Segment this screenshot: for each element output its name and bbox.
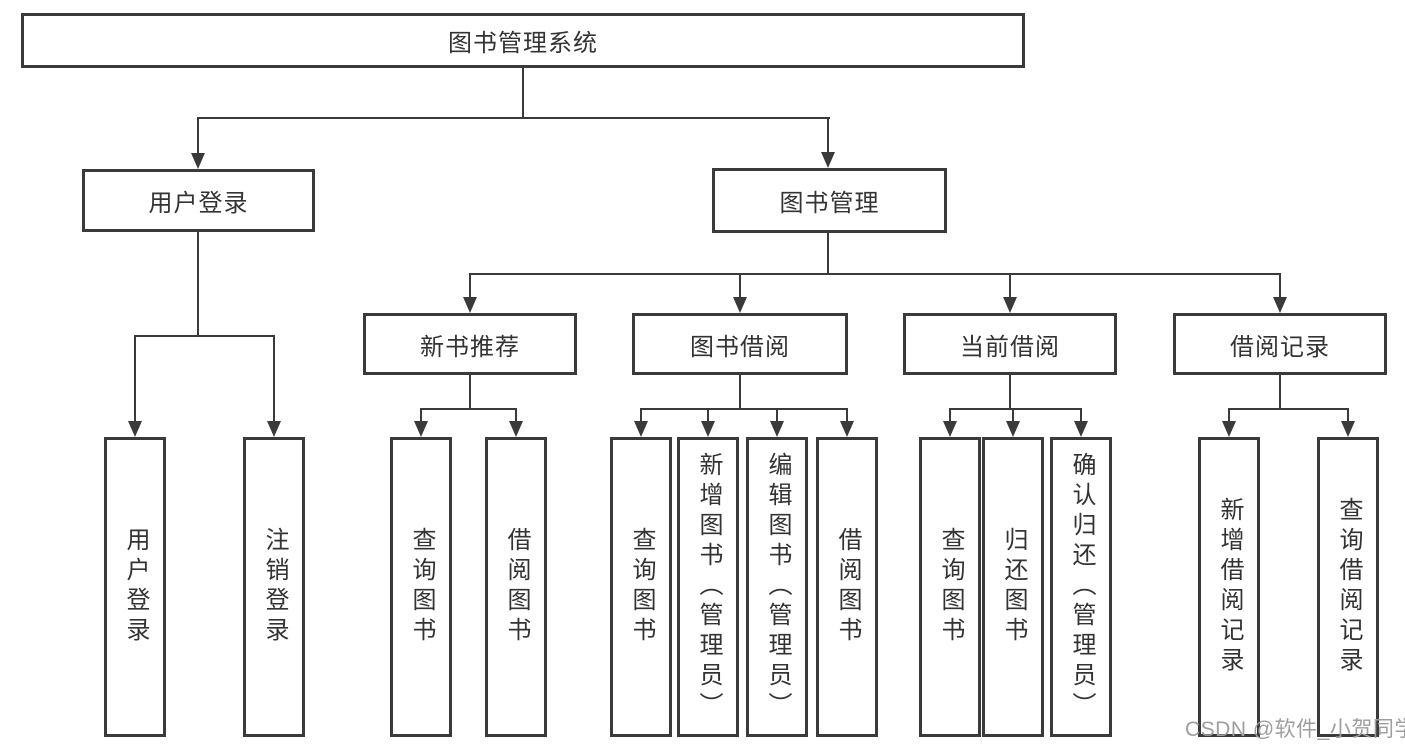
node-label: 新增图书（管理员） (695, 452, 722, 722)
arrowhead-down-icon (191, 153, 205, 169)
node-library-management-system: 图书管理系统 (21, 13, 1025, 68)
connector-vline (1279, 375, 1281, 408)
connector-vline (827, 233, 829, 273)
connector-vline (640, 408, 642, 421)
connector-hline (640, 408, 848, 410)
node-label: 确认归还（管理员） (1068, 452, 1095, 722)
connector-vline (949, 408, 951, 421)
node-book-borrowing: 图书借阅 (632, 313, 848, 375)
node-label: 查询图书 (937, 527, 964, 647)
connector-vline (134, 335, 136, 421)
connector-vline (846, 408, 848, 421)
node-label: 借阅图书 (503, 527, 530, 647)
node-borrow-add-books-admin: 新增图书（管理员） (677, 437, 739, 737)
watermark: CSDN @软件_小贺同学 (1185, 718, 1405, 741)
node-label: 图书借阅 (690, 333, 790, 361)
arrowhead-down-icon (733, 297, 747, 313)
arrowhead-down-icon (701, 421, 715, 437)
connector-vline (469, 273, 471, 297)
connector-vline (1279, 273, 1281, 297)
node-records-query-borrow-record: 查询借阅记录 (1317, 437, 1379, 737)
node-records-add-borrow-record: 新增借阅记录 (1198, 437, 1260, 737)
connector-vline (522, 68, 524, 117)
node-borrow-edit-books-admin: 编辑图书（管理员） (746, 437, 808, 737)
connector-vline (827, 117, 829, 152)
node-book-management: 图书管理 (712, 168, 947, 233)
arrowhead-down-icon (943, 421, 957, 437)
connector-vline (1009, 273, 1011, 297)
node-user-login: 用户登录 (82, 169, 315, 232)
node-label: 注销登录 (261, 527, 288, 647)
node-label: 归还图书 (1000, 527, 1027, 647)
arrowhead-down-icon (1222, 421, 1236, 437)
node-current-return-books: 归还图书 (982, 437, 1044, 737)
node-borrow-query-books: 查询图书 (610, 437, 672, 737)
node-label: 图书管理 (779, 190, 880, 217)
arrowhead-down-icon (770, 421, 784, 437)
connector-vline (420, 408, 422, 421)
connector-vline (776, 408, 778, 421)
arrowhead-down-icon (634, 421, 648, 437)
arrowhead-down-icon (1006, 421, 1020, 437)
node-new-book-recommendation: 新书推荐 (363, 313, 577, 375)
node-label: 用户登录 (122, 527, 149, 647)
arrowhead-down-icon (1003, 297, 1017, 313)
connector-vline (273, 335, 275, 421)
arrowhead-down-icon (463, 297, 477, 313)
connector-hline (420, 408, 517, 410)
connector-vline (707, 408, 709, 421)
connector-hline (1228, 408, 1349, 410)
node-rec-query-books: 查询图书 (390, 437, 452, 737)
arrowhead-down-icon (1074, 421, 1088, 437)
arrowhead-down-icon (821, 152, 835, 168)
connector-vline (1009, 375, 1011, 408)
node-current-confirm-return-admin: 确认归还（管理员） (1050, 437, 1112, 737)
node-borrowing-records: 借阅记录 (1173, 313, 1387, 375)
node-leaf-logout: 注销登录 (243, 437, 305, 737)
node-label: 用户登录 (148, 190, 249, 217)
connector-vline (197, 232, 199, 335)
node-current-query-books: 查询图书 (919, 437, 981, 737)
connector-hline (469, 273, 1281, 275)
arrowhead-down-icon (1341, 421, 1355, 437)
connector-vline (1012, 408, 1014, 421)
connector-vline (197, 117, 199, 153)
arrowhead-down-icon (840, 421, 854, 437)
node-label: 借阅记录 (1230, 333, 1330, 361)
node-label: 借阅图书 (834, 527, 861, 647)
node-label: 编辑图书（管理员） (764, 452, 791, 722)
connector-vline (1080, 408, 1082, 421)
node-label: 查询图书 (408, 527, 435, 647)
arrowhead-down-icon (509, 421, 523, 437)
arrowhead-down-icon (267, 421, 281, 437)
node-label: 查询借阅记录 (1335, 497, 1362, 677)
connector-hline (197, 117, 830, 119)
node-rec-borrow-books: 借阅图书 (485, 437, 547, 737)
connector-vline (739, 273, 741, 297)
connector-vline (515, 408, 517, 421)
node-borrow-borrow-books: 借阅图书 (816, 437, 878, 737)
node-leaf-user-login: 用户登录 (104, 437, 166, 737)
arrowhead-down-icon (414, 421, 428, 437)
node-label: 当前借阅 (960, 333, 1060, 361)
node-current-borrowing: 当前借阅 (903, 313, 1117, 375)
connector-vline (469, 375, 471, 408)
connector-hline (134, 335, 275, 337)
arrowhead-down-icon (128, 421, 142, 437)
node-label: 新增借阅记录 (1216, 497, 1243, 677)
connector-vline (1347, 408, 1349, 421)
connector-vline (739, 375, 741, 408)
node-label: 查询图书 (628, 527, 655, 647)
connector-vline (1228, 408, 1230, 421)
arrowhead-down-icon (1273, 297, 1287, 313)
connector-hline (949, 408, 1082, 410)
node-label: 图书管理系统 (448, 30, 598, 57)
node-label: 新书推荐 (420, 333, 520, 361)
